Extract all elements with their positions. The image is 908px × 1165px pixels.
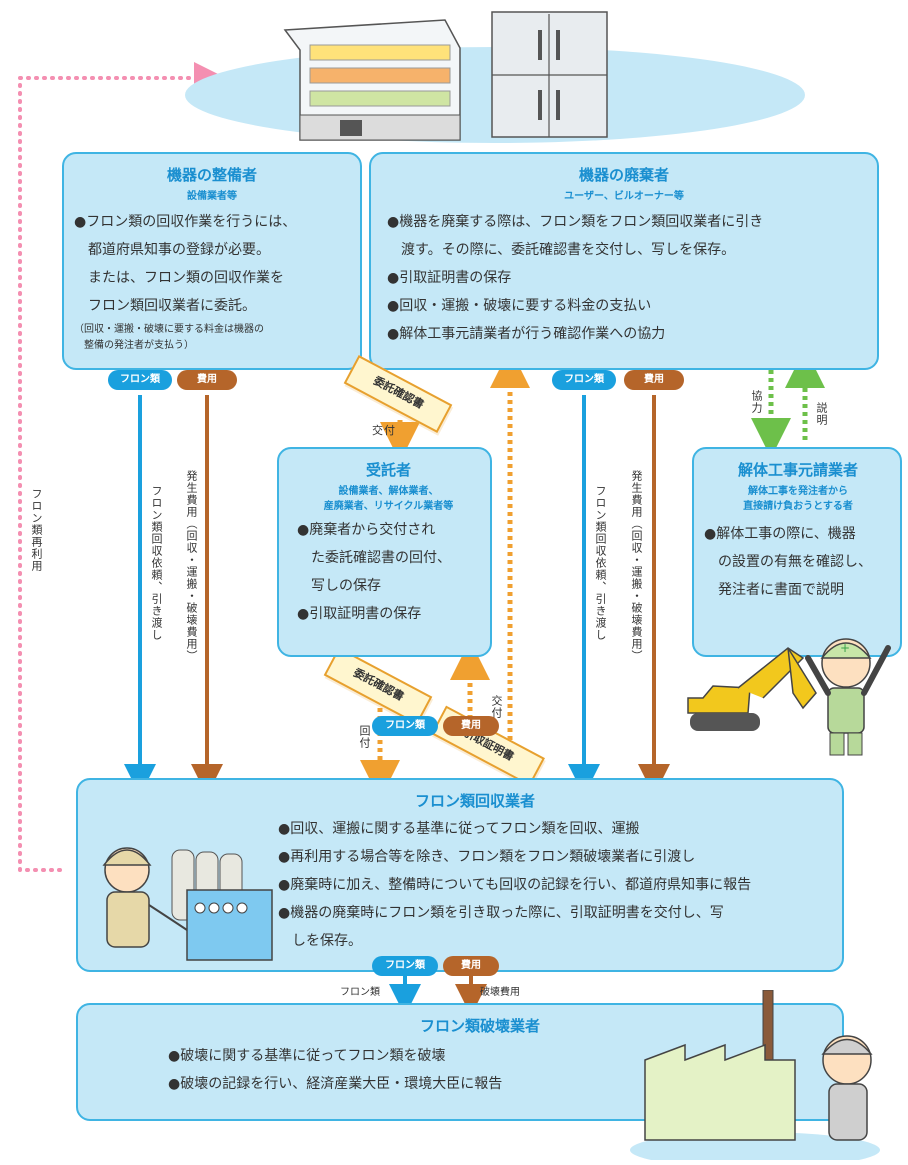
cooperate-label: 協力 — [750, 390, 763, 414]
collector-line: しを保存。 — [292, 933, 362, 949]
request-label-owner: フロン類回収依頼、引き渡し — [150, 485, 163, 641]
maintainer-note: 整備の発注者が支払う） — [84, 340, 194, 351]
disposer-line: ●引取証明書の保存 — [387, 270, 512, 286]
equipment-maintainer-box: 機器の整備者 設備業者等 ●フロン類の回収作業を行うには、 都道府県知事の登録が… — [62, 152, 362, 370]
maintainer-line: 都道府県知事の登録が必要。 — [88, 242, 270, 258]
collector-line: ●再利用する場合等を除き、フロン類をフロン類破壊業者に引渡し — [278, 849, 696, 865]
disposer-subtitle: ユーザー、ビルオーナー等 — [564, 191, 684, 202]
fee-detail-label-owner: 発生費用（回収・運搬・破壊費用） — [185, 470, 198, 662]
maintainer-line: ●フロン類の回収作業を行うには、 — [74, 214, 297, 230]
trustee-line: た委託確認書の回付、 — [311, 550, 451, 566]
reach-in-fridge-icon — [491, 11, 608, 138]
maintainer-note: （回収・運搬・破壊に要する料金は機器の — [74, 324, 264, 335]
factory-icon — [644, 990, 796, 1141]
demolition-subtitle: 解体工事を発注者から — [748, 486, 848, 497]
maintainer-line: または、フロン類の回収作業を — [88, 270, 284, 286]
destroyer-line: ●破壊に関する基準に従ってフロン類を破壊 — [168, 1048, 446, 1064]
circulate-label: 回付 — [358, 725, 371, 749]
fee-pill-bottom: 費用 — [443, 956, 499, 976]
issue-label-bottom: 交付 — [490, 695, 503, 719]
maintainer-line: フロン類回収業者に委託。 — [88, 298, 256, 314]
destroyer-title: フロン類破壊業者 — [419, 1017, 540, 1035]
demolition-subtitle: 直接請け負おうとする者 — [743, 501, 853, 512]
construction-worker-icon: + — [805, 638, 891, 756]
fee-pill-owner: 費用 — [177, 370, 237, 390]
freon-pill-bottom: フロン類 — [372, 956, 438, 976]
fee-pill-collector: 費用 — [443, 716, 499, 736]
explain-label: 説明 — [815, 402, 828, 426]
freon-pill-collector: フロン類 — [372, 716, 438, 736]
disposer-line: 渡す。その際に、委託確認書を交付し、写しを保存。 — [401, 242, 736, 258]
factory-worker-illustration — [630, 990, 880, 1160]
equipment-disposer-box: 機器の廃棄者 ユーザー、ビルオーナー等 ●機器を廃棄する際は、フロン類をフロン類… — [369, 152, 879, 370]
fee-detail-label-disposer: 発生費用（回収・運搬・破壊費用） — [630, 470, 643, 662]
trustee-title: 受託者 — [365, 461, 411, 479]
collector-line: ●回収、運搬に関する基準に従ってフロン類を回収、運搬 — [278, 821, 640, 837]
disposer-title: 機器の廃棄者 — [578, 166, 669, 184]
disposer-line: ●機器を廃棄する際は、フロン類をフロン類回収業者に引き — [387, 214, 764, 230]
trustee-line: ●廃棄者から交付され — [297, 522, 436, 538]
recovery-machine-icon — [186, 889, 273, 961]
collector-line: ●機器の廃棄時にフロン類を引き取った際に、引取証明書を交付し、写 — [278, 905, 724, 921]
reuse-label: フロン類再利用 — [30, 488, 43, 572]
trustee-subtitle: 産廃業者、リサイクル業者等 — [323, 501, 454, 512]
excavator-worker-illustration: + — [687, 638, 891, 756]
refrigeration-equipment-illustration — [185, 11, 805, 143]
freon-pill-owner: フロン類 — [108, 370, 172, 390]
demolition-contractor-box: 解体工事元請業者 解体工事を発注者から 直接請け負おうとする者 ●解体工事の際に… — [692, 447, 902, 657]
freon-small-label: フロン類 — [340, 987, 380, 998]
trustee-box: 受託者 設備業者、解体業者、 産廃業者、リサイクル業者等 ●廃棄者から交付され … — [277, 447, 492, 657]
destroyer-line: ●破壊の記録を行い、経済産業大臣・環境大臣に報告 — [168, 1076, 503, 1092]
issue-label-top: 交付 — [372, 424, 396, 437]
destroy-fee-label: 破壊費用 — [480, 987, 520, 998]
excavator-icon — [687, 647, 817, 731]
collector-worker-icon — [102, 847, 188, 948]
destroyer-worker-icon — [821, 1035, 873, 1141]
fee-pill-disposer: 費用 — [624, 370, 684, 390]
demolition-line: 発注者に書面で説明 — [718, 582, 844, 598]
disposer-line: ●解体工事元請業者が行う確認作業への協力 — [387, 326, 666, 342]
demolition-line: の設置の有無を確認し、 — [718, 554, 872, 570]
demolition-title: 解体工事元請業者 — [737, 461, 858, 479]
collector-line: ●廃棄時に加え、整備時についても回収の記録を行い、都道府県知事に報告 — [278, 877, 752, 893]
demolition-line: ●解体工事の際に、機器 — [704, 526, 856, 542]
collector-title: フロン類回収業者 — [414, 792, 535, 810]
disposer-line: ●回収・運搬・破壊に要する料金の支払い — [387, 298, 652, 314]
maintainer-subtitle: 設備業者等 — [187, 191, 237, 202]
request-label-disposer: フロン類回収依頼、引き渡し — [594, 485, 607, 641]
trustee-subtitle: 設備業者、解体業者、 — [338, 486, 439, 497]
reuse-arrow — [18, 62, 226, 872]
trustee-line: 写しの保存 — [311, 578, 381, 594]
open-showcase-icon — [283, 19, 461, 141]
svg-text:+: + — [840, 641, 850, 655]
trustee-line: ●引取証明書の保存 — [297, 606, 422, 622]
collector-worker-illustration — [102, 847, 273, 961]
freon-pill-disposer: フロン類 — [552, 370, 616, 390]
maintainer-title: 機器の整備者 — [166, 166, 257, 184]
